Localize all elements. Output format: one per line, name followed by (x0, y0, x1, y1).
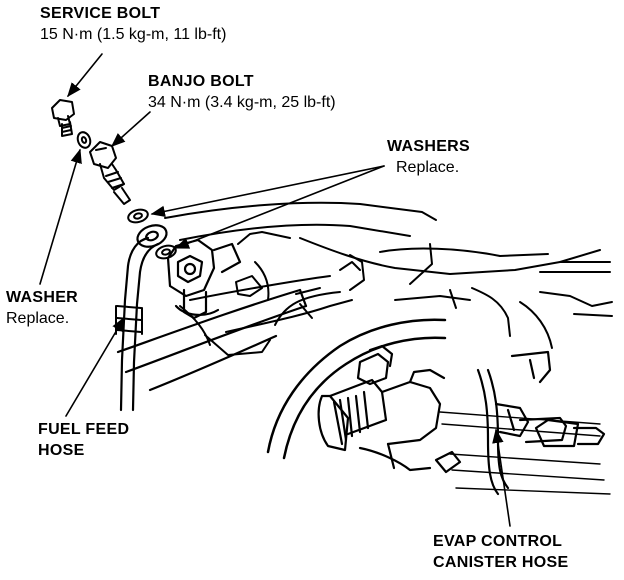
evap-hose-line1: EVAP CONTROL (433, 533, 563, 550)
service-bolt-torque: 15 N·m (1.5 kg-m, 11 lb-ft) (40, 26, 227, 43)
leader-washers-upper (150, 165, 385, 218)
service-bolt-title: SERVICE BOLT (40, 5, 161, 22)
washer-note: Replace. (6, 310, 70, 327)
washers-title: WASHERS (387, 138, 470, 155)
leader-service-bolt (67, 53, 103, 98)
hose-clamp (115, 305, 143, 335)
banjo-fitting (136, 224, 168, 248)
banjo-bolt-title: BANJO BOLT (148, 73, 254, 90)
washer-label: WASHER Replace. (6, 290, 78, 327)
washer-title: WASHER (6, 289, 79, 306)
service-bolt-washer (76, 131, 92, 149)
engine-surface-shading (439, 411, 611, 495)
fuel-rail (116, 288, 308, 392)
banjo-bolt-label: BANJO BOLT 34 N·m (3.4 kg-m, 25 lb-ft) (148, 74, 336, 111)
fuel-feed-hose-line2: HOSE (38, 442, 85, 459)
leader-lines (39, 53, 511, 527)
fuel-feed-hose-line1: FUEL FEED (38, 421, 130, 438)
banjo-bolt-torque: 34 N·m (3.4 kg-m, 25 lb-ft) (148, 94, 336, 111)
leader-washers-lower (174, 165, 385, 249)
leader-banjo-bolt (110, 111, 151, 147)
banjo-bolt (89, 141, 131, 205)
leader-washer (39, 148, 82, 285)
pressure-regulator (317, 344, 462, 474)
banjo-washers (127, 208, 177, 260)
fuel-feed-hose-label: FUEL FEED HOSE (38, 422, 129, 459)
evap-hose-line2: CANISTER HOSE (433, 554, 569, 571)
service-bolt-label: SERVICE BOLT 15 N·m (1.5 kg-m, 11 lb-ft) (40, 6, 226, 43)
evap-control-canister-hose-label: EVAP CONTROL CANISTER HOSE (433, 534, 568, 571)
leader-evap-hose (492, 428, 511, 527)
service-bolt (51, 99, 75, 137)
fuel-feed-hose (119, 236, 160, 412)
washers-label: WASHERS Replace. (387, 139, 470, 176)
leader-fuel-feed-hose (65, 316, 125, 417)
fuel-filter (166, 238, 242, 320)
washers-note: Replace. (396, 159, 460, 176)
intake-pipe (266, 318, 447, 460)
